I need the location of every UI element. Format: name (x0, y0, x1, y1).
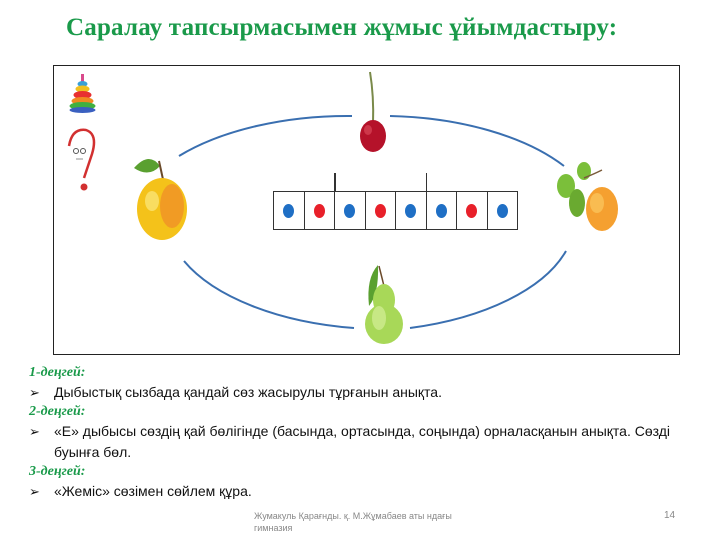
pyramid-toy-icon (69, 74, 96, 113)
level-3-label: 3-деңгей: (29, 464, 86, 479)
arrow-bullet-icon: ➢ (29, 484, 40, 499)
apple-icon (134, 158, 187, 240)
sound-cell (396, 173, 427, 229)
slide-footer: Жумакуль Қарағнды. қ. М.Жұмабаев аты нда… (254, 511, 452, 533)
syllable-divider (334, 173, 336, 192)
level-1-label: 1-деңгей: (29, 365, 86, 380)
consonant-dot (374, 203, 386, 218)
consonant-dot (466, 203, 478, 218)
vowel-dot (496, 203, 508, 218)
sound-scheme (273, 173, 518, 230)
illustration-frame (53, 65, 680, 355)
level-1-task: ➢ Дыбыстық сызбада қандай сөз жасырулы т… (29, 382, 709, 403)
fruit-ellipse-illustration (67, 71, 618, 344)
vowel-dot (344, 203, 356, 218)
page-number: 14 (664, 510, 676, 521)
apricot-icon (557, 162, 618, 231)
sound-cell (457, 192, 488, 229)
pear-icon (365, 265, 403, 344)
arrow-bullet-icon: ➢ (29, 424, 40, 439)
cherry-icon (360, 71, 386, 152)
sound-cell (427, 192, 457, 229)
slide-title: Саралау тапсырмасымен жұмыс ұйымдастыру: (66, 14, 618, 41)
question-mark-face-icon (67, 128, 96, 191)
sound-cell (366, 192, 396, 229)
sound-cell (488, 192, 518, 229)
syllable-divider (425, 173, 427, 192)
sound-cell (305, 173, 336, 229)
consonant-dot (313, 203, 325, 218)
arrow-bullet-icon: ➢ (29, 385, 40, 400)
vowel-dot (435, 203, 447, 218)
vowel-dot (405, 203, 417, 218)
level-2-task: ➢ «Е» дыбысы сөздің қай бөлігінде (басын… (29, 421, 709, 463)
task-levels: 1-деңгей: ➢ Дыбыстық сызбада қандай сөз … (29, 364, 709, 502)
vowel-dot (283, 203, 295, 218)
sound-cell (335, 192, 366, 229)
level-2-label: 2-деңгей: (29, 404, 86, 419)
level-3-task: ➢ «Жеміс» сөзімен сөйлем құра. (29, 481, 709, 502)
sound-cell (274, 192, 305, 229)
